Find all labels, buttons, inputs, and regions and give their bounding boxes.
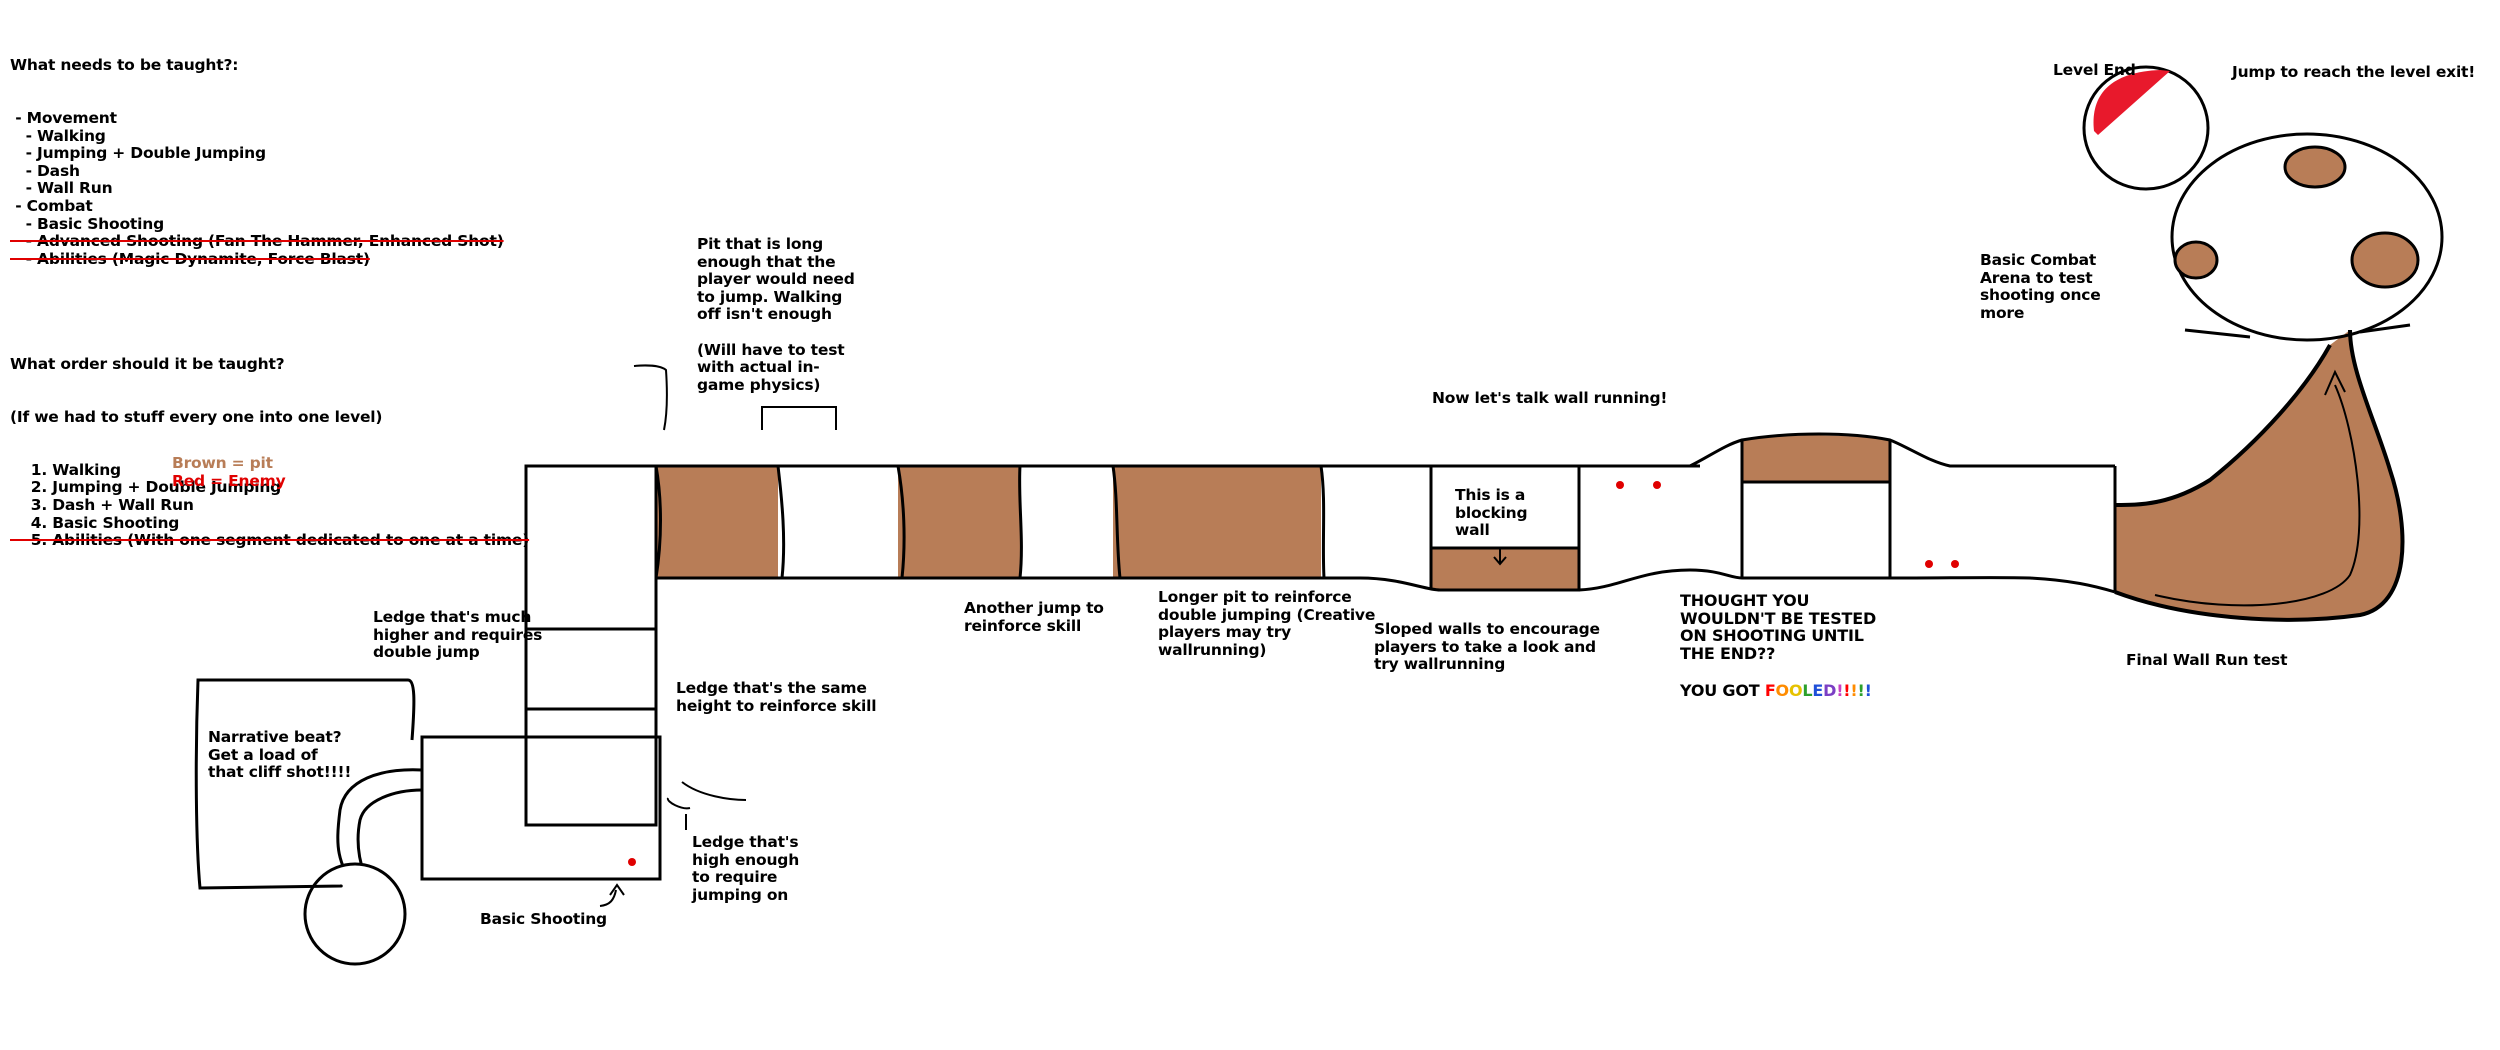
notes-order-item: 5. Abilities (With one segment dedicated… <box>10 531 530 550</box>
tower-block-mid <box>524 627 658 711</box>
notes-order-title: What order should it be taught? <box>10 355 285 374</box>
notes-taught-item: - Advanced Shooting (Fan The Hammer, Enh… <box>10 232 504 251</box>
pit-final-curve <box>2115 330 2403 620</box>
narrative-circle <box>303 862 407 966</box>
fooled-letter: ! <box>1857 681 1865 700</box>
label-ledge-higher: Ledge that's much higher and requires do… <box>373 608 543 662</box>
enemy <box>1653 481 1661 489</box>
corridor-outline <box>194 65 2444 966</box>
legend-red: Red = Enemy <box>172 472 286 490</box>
notes-order-item: 4. Basic Shooting <box>10 513 180 532</box>
label-level-end: Level End <box>2053 61 2136 79</box>
teaching-notes: What needs to be taught?: - Movement - W… <box>10 22 529 567</box>
label-longer-pit: Longer pit to reinforce double jumping (… <box>1158 588 1376 659</box>
label-basic-combat: Basic Combat Arena to test shooting once… <box>1980 251 2101 322</box>
pits <box>656 330 2403 620</box>
pit-2 <box>898 466 1020 578</box>
tower-block-top <box>524 464 658 631</box>
notes-taught-item: - Jumping + Double Jumping <box>10 144 266 163</box>
enemies <box>628 481 1959 866</box>
fooled-letter: ! <box>1850 681 1858 700</box>
fooled-letter: O <box>1788 681 1803 700</box>
fooled-letter: F <box>1764 681 1776 700</box>
start-room <box>420 735 662 881</box>
notes-taught-item: - Abilities (Magic Dynamite, Force Blast… <box>10 249 370 268</box>
notes-order-item: 2. Jumping + Double Jumping <box>10 478 282 497</box>
fooled-letter: O <box>1775 681 1790 700</box>
enemy <box>628 858 636 866</box>
label-you-got-fooled: YOU GOT FOOLED!!!!! <box>1680 682 1872 700</box>
label-fooled-rainbow: FOOLED!!!!! <box>1765 682 1872 700</box>
notes-taught-item: - Walking <box>10 126 106 145</box>
notes-order-list: 1. Walking 2. Jumping + Double Jumping 3… <box>10 460 530 550</box>
label-narrative: Narrative beat? Get a load of that cliff… <box>208 728 352 782</box>
pit-under-blocking-wall <box>1431 548 1579 590</box>
arena-pits <box>2173 145 2420 289</box>
fooled-letter: ! <box>1836 681 1844 700</box>
notes-taught-title: What needs to be taught?: <box>10 56 239 75</box>
label-pit-long: Pit that is long enough that the player … <box>697 235 855 394</box>
label-final-wall-run: Final Wall Run test <box>2126 651 2288 669</box>
notes-taught-item: - Movement <box>10 108 117 127</box>
fooled-letter: L <box>1802 681 1813 700</box>
enemy <box>1616 481 1624 489</box>
label-wall-running: Now let's talk wall running! <box>1432 389 1668 407</box>
notes-taught-item: - Combat <box>10 196 93 215</box>
fooled-letter: ! <box>1864 681 1872 700</box>
label-you-got: YOU GOT <box>1680 681 1765 700</box>
fooled-letter: E <box>1812 681 1824 700</box>
label-basic-shooting: Basic Shooting <box>480 910 607 928</box>
label-blocking-wall: This is a blocking wall <box>1455 486 1528 540</box>
notes-order-item: 3. Dash + Wall Run <box>10 496 194 515</box>
label-sloped-walls: Sloped walls to encourage players to tak… <box>1374 620 1600 674</box>
level-end-circle <box>2082 65 2210 191</box>
enemy <box>1925 560 1933 568</box>
notes-order-subtitle: (If we had to stuff every one into one l… <box>10 408 383 427</box>
legend-brown: Brown = pit <box>172 454 273 472</box>
level-exit-marker <box>2093 70 2170 135</box>
notes-taught-item: - Dash <box>10 161 80 180</box>
notes-taught-list: - Movement - Walking - Jumping + Double … <box>10 108 529 268</box>
combat-arena <box>2170 132 2444 342</box>
enemy <box>1951 560 1959 568</box>
pit-1 <box>656 466 778 578</box>
notes-taught-item: - Wall Run <box>10 179 113 198</box>
label-another-jump: Another jump to reinforce skill <box>964 599 1104 635</box>
label-ledge-same: Ledge that's the same height to reinforc… <box>676 679 877 715</box>
label-thought-you: THOUGHT YOU WOULDN'T BE TESTED ON SHOOTI… <box>1680 591 1877 663</box>
label-jump-exit: Jump to reach the level exit! <box>2232 63 2476 81</box>
notes-order-item: 1. Walking <box>10 460 121 479</box>
pit-hill-top <box>1742 435 1890 482</box>
fooled-letter: D <box>1823 681 1837 700</box>
tower-block-low <box>524 707 658 827</box>
notes-taught-item: - Basic Shooting <box>10 214 165 233</box>
fooled-letter: ! <box>1843 681 1851 700</box>
pit-3 <box>1113 466 1321 578</box>
label-ledge-high-enough: Ledge that's high enough to require jump… <box>692 833 800 904</box>
